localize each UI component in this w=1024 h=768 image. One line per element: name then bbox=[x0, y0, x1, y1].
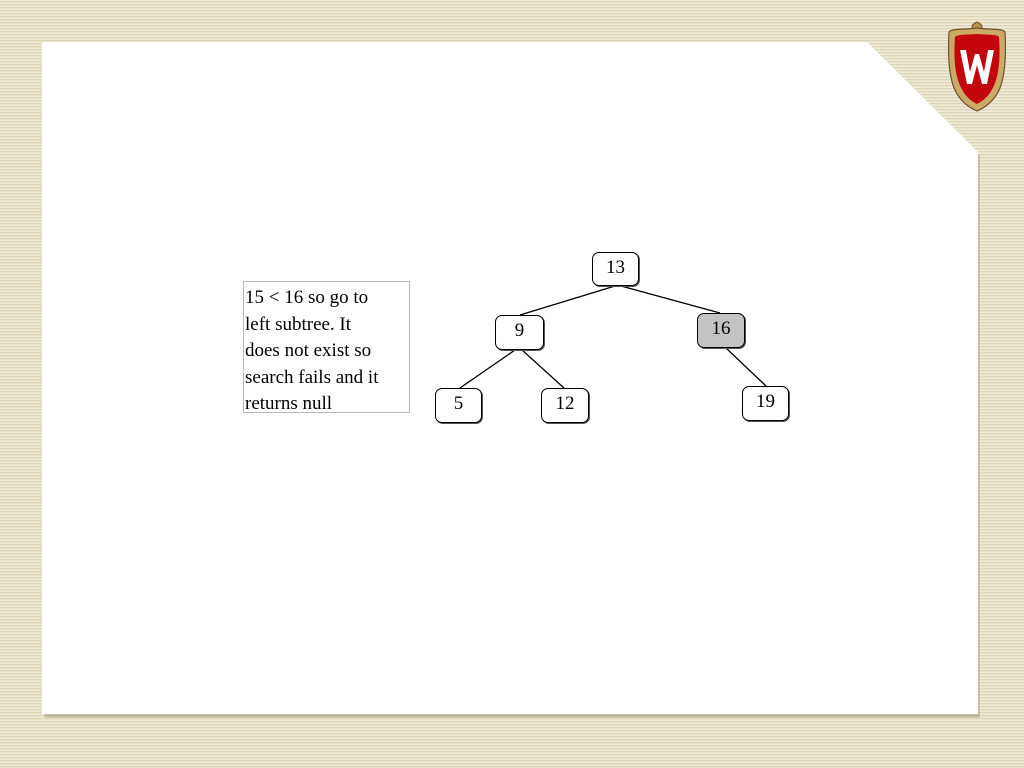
annotation-line-2: left subtree. It bbox=[245, 313, 352, 335]
annotation-line-5: returns null bbox=[245, 393, 333, 414]
tree-node-19: 19 bbox=[742, 386, 789, 421]
tree-node-9: 9 bbox=[495, 315, 544, 350]
uw-crest-icon bbox=[947, 21, 1007, 112]
annotation-text-box: 15 < 16 so go to left subtree. It does n… bbox=[243, 281, 410, 414]
edge-9-5 bbox=[459, 349, 516, 389]
crest-w-letter bbox=[960, 50, 994, 84]
annotation-line-1: 15 < 16 so go to bbox=[245, 287, 369, 308]
annotation-line-3: does not exist so bbox=[245, 340, 372, 361]
edge-9-12 bbox=[521, 349, 565, 389]
tree-node-13: 13 bbox=[592, 252, 639, 286]
tree-node-12: 12 bbox=[541, 388, 589, 423]
edge-13-9 bbox=[519, 285, 616, 316]
annotation-line-4: search fails and it bbox=[245, 366, 379, 388]
tree-node-16-highlighted: 16 bbox=[697, 313, 745, 348]
edge-16-19 bbox=[725, 347, 767, 387]
tree-node-5: 5 bbox=[435, 388, 482, 423]
edge-13-16 bbox=[620, 285, 721, 314]
slide-content-area bbox=[42, 42, 978, 714]
